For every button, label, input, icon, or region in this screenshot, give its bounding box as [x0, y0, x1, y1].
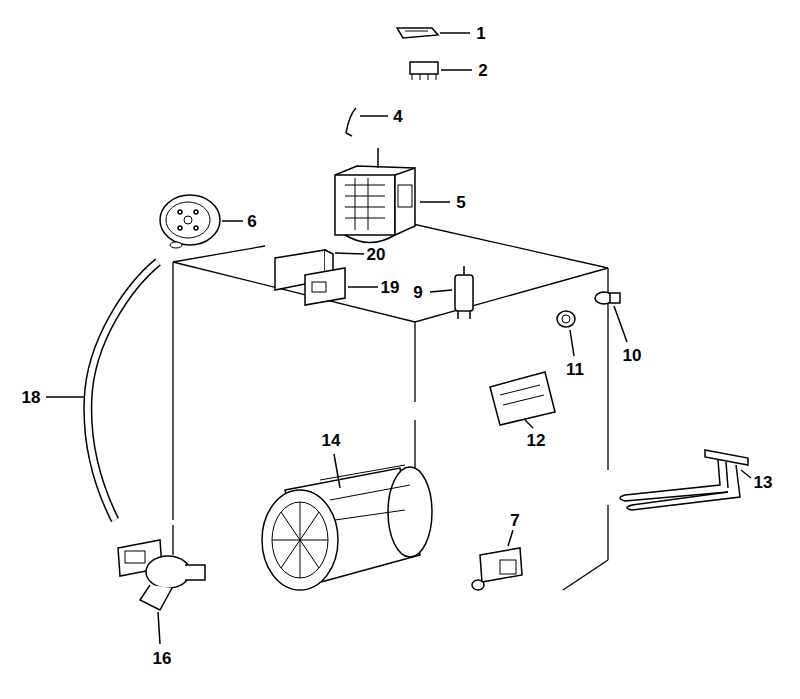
callout-number: 6 [247, 213, 256, 230]
callout-number: 16 [153, 650, 172, 667]
callout-number: 10 [623, 347, 642, 364]
callout-number: 11 [566, 361, 584, 378]
callout-number: 14 [322, 432, 341, 449]
callout-number: 20 [367, 246, 386, 263]
callout-number: 18 [22, 389, 41, 406]
callout-number: 2 [478, 62, 487, 79]
callout-number: 19 [381, 279, 400, 296]
callout-number: 1 [476, 25, 485, 42]
callout-number: 5 [456, 194, 465, 211]
callout-number: 12 [527, 432, 546, 449]
callout-number: 7 [510, 512, 519, 529]
callout-number: 4 [393, 108, 402, 125]
callout-number: 13 [754, 474, 773, 491]
callout-number: 9 [413, 284, 422, 301]
